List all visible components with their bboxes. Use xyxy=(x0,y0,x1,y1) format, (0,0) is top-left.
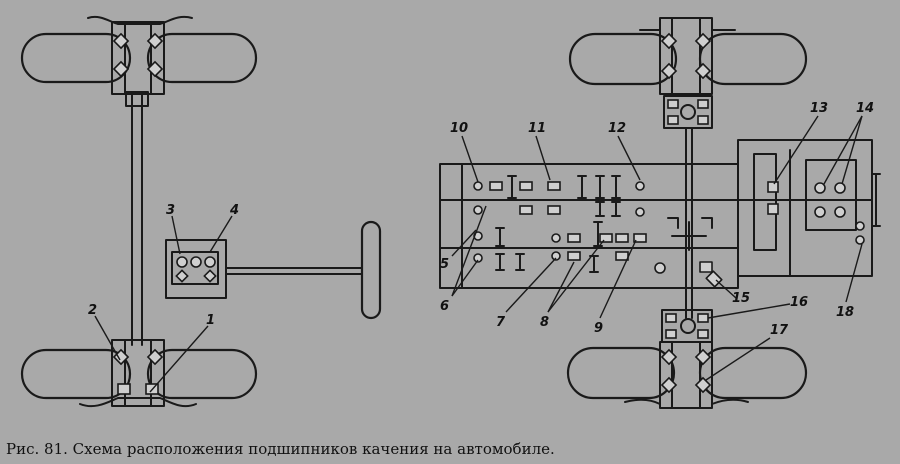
callout-11: 11 xyxy=(528,121,546,136)
gear-teeth xyxy=(495,175,621,273)
gear-shaft-bearings xyxy=(473,181,666,274)
callout-13: 13 xyxy=(810,101,828,116)
callout-7: 7 xyxy=(496,315,506,330)
front-right-wheel-r xyxy=(698,32,808,86)
rear-left-wheel-r xyxy=(566,346,676,400)
steering-gear-box xyxy=(165,239,363,299)
right-box-bearings xyxy=(753,153,881,251)
chassis-plan-view xyxy=(20,15,382,408)
callout-9: 9 xyxy=(594,321,603,336)
callout-numbers: 1 2 3 4 5 6 7 8 9 10 11 12 13 14 15 16 1… xyxy=(88,101,874,338)
gearbox-housing xyxy=(439,139,873,289)
callout-8: 8 xyxy=(540,315,549,330)
callout-5: 5 xyxy=(440,257,449,272)
callout-12: 12 xyxy=(608,121,626,136)
callout-3: 3 xyxy=(166,203,175,218)
front-hub-bearings xyxy=(112,32,164,78)
rear-axle-bearings xyxy=(660,348,712,394)
callout-2: 2 xyxy=(88,303,97,318)
callout-17: 17 xyxy=(770,323,789,338)
transmission-scheme xyxy=(439,17,881,409)
callout-14: 14 xyxy=(856,101,874,116)
front-axle-bearings xyxy=(660,32,712,80)
callout-15: 15 xyxy=(732,291,750,306)
callout-1: 1 xyxy=(206,313,215,328)
front-left-wheel xyxy=(20,32,132,84)
front-right-wheel xyxy=(146,32,258,84)
front-left-wheel-r xyxy=(568,32,678,86)
steering-wheel xyxy=(360,220,382,320)
transfer-case xyxy=(667,217,723,288)
rear-right-wheel xyxy=(146,348,258,400)
callout-4: 4 xyxy=(229,203,239,218)
callout-6: 6 xyxy=(440,299,449,314)
callout-18: 18 xyxy=(836,305,854,320)
callout-10: 10 xyxy=(450,121,468,136)
rear-left-wheel xyxy=(20,348,132,400)
figure-caption: Рис. 81. Схема расположения подшипников … xyxy=(6,440,555,458)
callout-16: 16 xyxy=(790,295,808,310)
bearing-layout-diagram: 1 2 3 4 5 6 7 8 9 10 11 12 13 14 15 16 1… xyxy=(20,15,881,409)
leader-lines xyxy=(451,115,863,381)
